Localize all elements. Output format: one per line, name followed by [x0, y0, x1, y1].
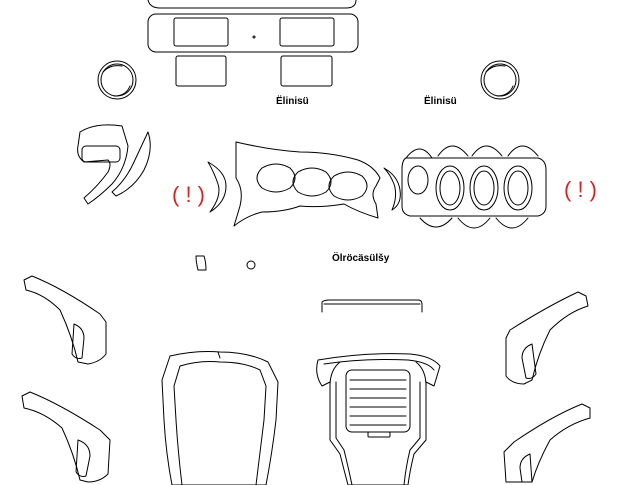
small-circle [246, 260, 256, 270]
warning-right: ( ! ) [564, 177, 597, 202]
panel-window-left [173, 17, 229, 47]
side-arm-upper-left [23, 275, 107, 365]
ring-right [480, 60, 520, 100]
center-label: Ölröcäsülšy [332, 251, 390, 264]
small-tab [195, 255, 207, 271]
side-arm-upper-right [505, 291, 589, 385]
center-right-panel [401, 145, 547, 229]
left-bracket-part [77, 124, 151, 205]
vent-grille [345, 369, 411, 433]
vent-console [316, 353, 441, 485]
curved-clip-left [207, 161, 227, 213]
right-label: Ëlinisü [424, 94, 457, 107]
panel-window-right [279, 17, 335, 47]
dashboard-panel [147, 13, 359, 87]
side-arm-lower-left [21, 391, 111, 483]
side-arm-lower-right [503, 403, 591, 483]
panel-block-right [280, 55, 333, 87]
tall-frame-left [161, 351, 279, 485]
top-rail [321, 299, 423, 313]
warning-left: ( ! ) [172, 182, 205, 207]
center-left-panel [233, 141, 381, 227]
ring-left [97, 60, 137, 100]
curved-clip-right [383, 167, 401, 211]
left-label: Ëlinisü [276, 94, 309, 107]
vent-slot [367, 431, 391, 438]
panel-block-left [175, 55, 227, 87]
top-strip [147, 0, 357, 9]
